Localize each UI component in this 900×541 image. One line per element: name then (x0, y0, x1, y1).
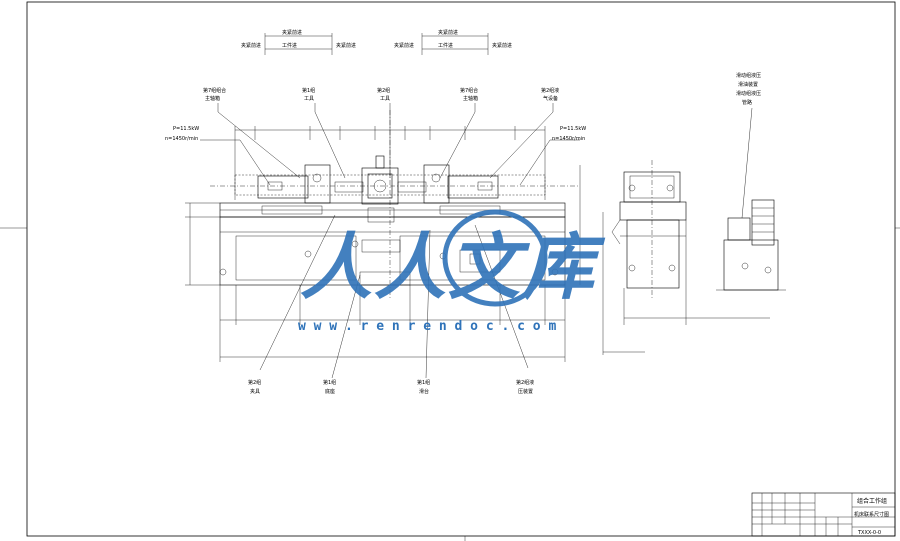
title-block-title: 组合工作组 (857, 497, 887, 505)
side-label-3: 滑动组液压 (736, 90, 761, 97)
side-label-4: 管路 (742, 99, 752, 106)
callout-4-line2: 主轴箱 (463, 95, 478, 102)
top-right-label-left: 夹紧前进 (394, 42, 414, 49)
motor-left-power: P=11.5kW (173, 126, 199, 132)
callout-2-line2: 工具 (304, 96, 314, 102)
top-leader-lines (200, 103, 753, 219)
top-dimension-group-right: 夹紧前进 工件进 夹紧前进 夹紧前进 (394, 29, 512, 55)
callout-5-line1: 第2组液 (541, 87, 559, 94)
callout-4-line1: 第7组合 (460, 87, 478, 94)
title-block-drawing-no: TXXX-0-0 (857, 530, 881, 536)
bottom-callout-4-line1: 第2组液 (516, 379, 534, 386)
motor-right-speed: n=1450r/min (552, 136, 585, 142)
top-left-label-mid: 工件进 (282, 42, 297, 49)
top-left-label-top: 夹紧前进 (282, 29, 302, 36)
bottom-leader-lines (259, 214, 529, 379)
motor-right-power: P=11.5kW (560, 126, 586, 132)
bottom-callout-1-line2: 夹具 (250, 388, 260, 395)
bottom-callout-1-line1: 第2组 (248, 379, 261, 386)
callout-1-line1: 第7组组合 (203, 87, 226, 94)
bottom-callout-3-line2: 滑台 (419, 388, 429, 395)
bottom-callout-4-line2: 压装置 (518, 388, 533, 395)
title-block-subtitle: 机床联系尺寸图 (854, 511, 889, 518)
bottom-callout-2-line2: 底座 (325, 388, 335, 395)
top-right-label-mid: 工件进 (438, 42, 453, 49)
side-label-2: 滑油装置 (738, 81, 758, 88)
watermark-url: w w w . r e n r e n d o c . c o m (298, 319, 556, 334)
callout-1-line2: 主轴箱 (205, 95, 220, 102)
motor-left-speed: n=1450r/min (165, 136, 198, 142)
watermark-text: 人人文库 (300, 224, 606, 309)
drawing-frame (26, 1, 896, 537)
top-left-label-right: 夹紧前进 (336, 42, 356, 49)
bottom-callout-3-line1: 第1组 (417, 379, 430, 386)
hydraulic-unit (716, 199, 786, 291)
bottom-callout-2-line1: 第1组 (323, 379, 336, 386)
callout-2-line1: 第1组 (302, 87, 315, 94)
top-dimension-group-left: 夹紧前进 工件进 夹紧前进 夹紧前进 (241, 29, 356, 55)
top-right-label-top: 夹紧前进 (438, 29, 458, 36)
side-label-1: 滑动组液压 (736, 72, 761, 79)
side-view (602, 160, 770, 355)
main-front-view (185, 110, 581, 362)
watermark-logo: 人人文库 (300, 209, 606, 309)
callout-5-line2: 气设备 (543, 95, 558, 102)
callout-3-line1: 第2组 (377, 87, 390, 94)
callout-3-line2: 工具 (380, 96, 390, 102)
top-left-label-left: 夹紧前进 (241, 42, 261, 49)
title-block: 组合工作组 机床联系尺寸图 TXXX-0-0 (751, 492, 896, 537)
top-right-label-right: 夹紧前进 (492, 42, 512, 49)
